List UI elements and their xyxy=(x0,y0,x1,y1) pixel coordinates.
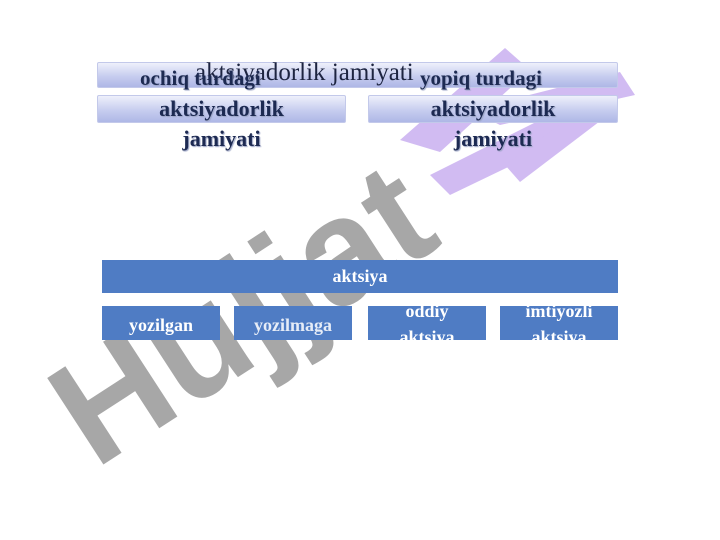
right-box xyxy=(368,95,618,123)
cell-yozilgan xyxy=(102,306,220,340)
right-box-line2: aktsiyadorlik xyxy=(430,96,556,121)
cell-imtiyozli-line1: imtiyozli xyxy=(525,306,593,321)
aktsiya-header-label: aktsiya xyxy=(332,266,388,286)
diagram-title: aktsiyadorlik jamiyati xyxy=(195,59,414,86)
cell-yozilmagan xyxy=(234,306,352,340)
left-box xyxy=(97,95,346,123)
aktsiya-header-bar xyxy=(102,260,618,293)
cell-oddiy-line1: oddiy xyxy=(405,306,449,321)
cell-oddiy-line2: aktsiya xyxy=(399,327,455,340)
cell-oddiy-aktsiya: oddiy aktsiya xyxy=(368,306,486,340)
left-box-line2: aktsiyadorlik xyxy=(159,96,284,121)
cell-imtiyozli-aktsiya: imtiyozli aktsiya xyxy=(500,306,618,340)
right-box-line3: jamiyati xyxy=(453,126,533,151)
cell-yozilgan-label: yozilgan xyxy=(128,315,193,335)
cell-yozilmagan-label: yozilmaga xyxy=(254,315,332,335)
left-box-line1: ochiq turdagi xyxy=(140,66,261,90)
right-box-line1: yopiq turdagi xyxy=(420,66,542,90)
left-box-line3: jamiyati xyxy=(182,126,261,151)
cell-imtiyozli-line2: aktsiya xyxy=(531,327,587,340)
header-bar-top xyxy=(97,62,618,88)
